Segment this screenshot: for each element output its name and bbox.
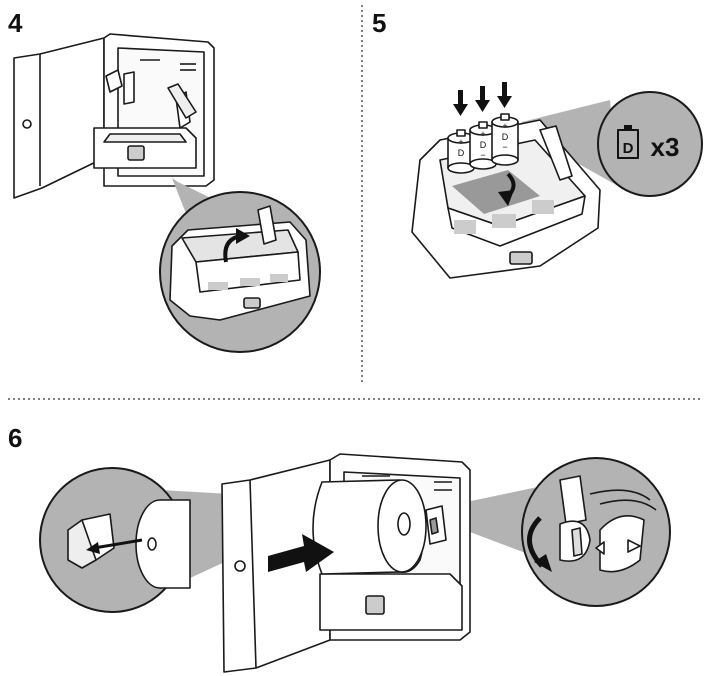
battery-2 (469, 121, 497, 170)
battery-3-label: D (502, 132, 509, 142)
battery-d-icon (617, 125, 639, 159)
step-5-illustration (411, 82, 703, 279)
dispenser-door (13, 37, 105, 199)
battery-3-plus: + (502, 121, 507, 131)
battery-type-label: D (623, 140, 634, 157)
door-lock-icon-6 (234, 560, 246, 572)
battery-2-plus: + (480, 129, 485, 139)
callout-wedge-5 (522, 100, 618, 186)
callout-circle-6-right (521, 457, 671, 607)
step-4-illustration (13, 33, 321, 353)
battery-1-plus: + (458, 137, 463, 147)
step-6-illustration (39, 453, 671, 673)
battery-2-label: D (480, 140, 487, 150)
battery-1 (447, 129, 475, 174)
step-4-number: 4 (8, 8, 23, 38)
door-lock-icon (22, 119, 32, 129)
step-6-number: 6 (8, 423, 23, 453)
battery-count-label: x3 (651, 132, 680, 162)
insert-arrows (453, 82, 512, 116)
battery-1-label: D (458, 148, 465, 158)
battery-3-minus: − (502, 142, 507, 152)
battery-cells (447, 113, 519, 174)
attach-roll-arrow (93, 538, 143, 550)
battery-1-minus: − (458, 158, 463, 168)
insert-roll-arrow (268, 534, 334, 572)
battery-labels: + D − + D − + D − D x3 (458, 121, 680, 168)
battery-2-minus: − (480, 150, 485, 160)
battery-3 (491, 113, 519, 166)
callout-circle-5 (597, 91, 703, 197)
step-5-number: 5 (372, 8, 387, 38)
